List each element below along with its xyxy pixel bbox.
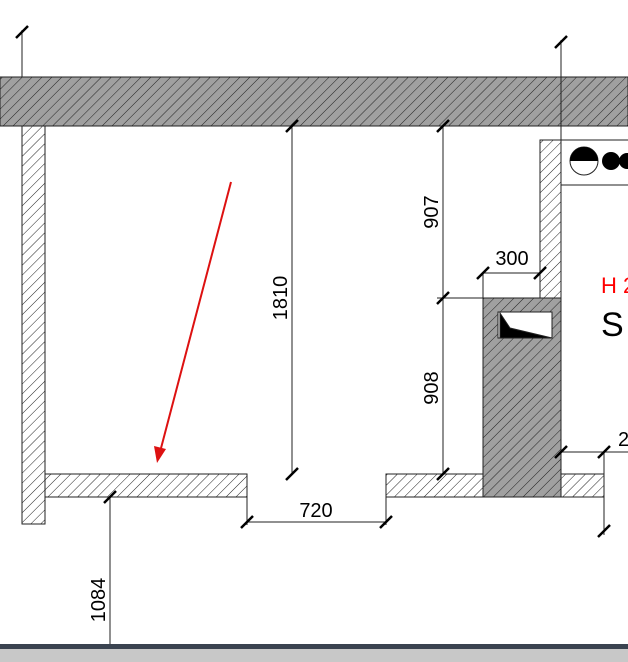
bottom-wall-right	[560, 473, 605, 498]
shaft-symbol	[499, 311, 553, 339]
dim-300: 300	[495, 248, 528, 270]
dim-907: 907	[421, 195, 443, 228]
bottom-wall-left	[44, 473, 248, 498]
dim-720: 720	[299, 500, 332, 522]
fixture-symbol-icon	[560, 139, 628, 186]
annotation-arrow	[154, 181, 232, 463]
top-wall	[0, 76, 628, 127]
dim-right: 2	[618, 429, 628, 451]
cad-drawing-canvas[interactable]: 1810 907 908 1084 300 720 2 H 2 S	[0, 0, 628, 644]
right-wall	[539, 139, 562, 299]
dim-1084: 1084	[88, 578, 110, 623]
status-bar	[0, 649, 628, 662]
room-code: H 2	[601, 273, 628, 298]
bottom-wall-mid	[385, 473, 484, 498]
left-wall	[21, 125, 46, 525]
dim-908: 908	[421, 371, 443, 404]
status-bar-border	[0, 644, 628, 649]
dim-1810: 1810	[270, 276, 292, 321]
room-name: S	[601, 306, 624, 344]
